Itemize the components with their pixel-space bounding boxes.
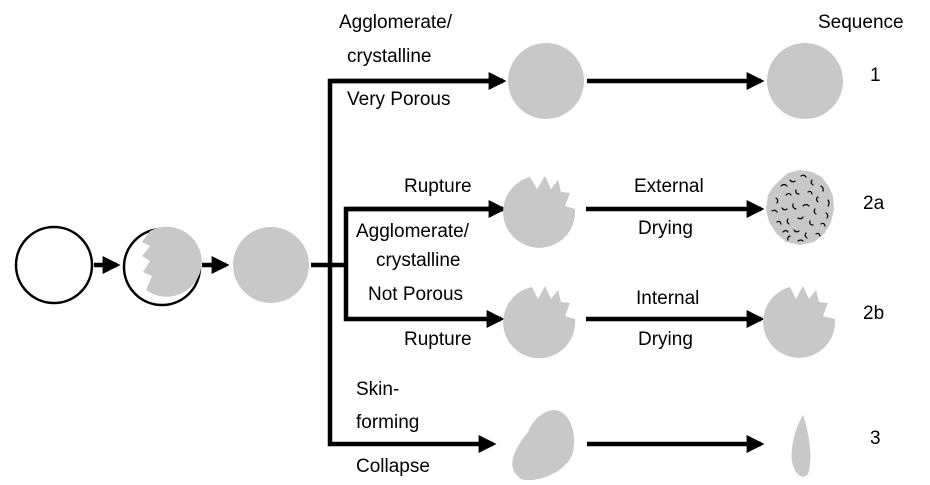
not-porous-label-line3: Not Porous (368, 284, 463, 305)
initial-droplet (16, 227, 92, 303)
internal-dried-particle (763, 286, 835, 358)
porous-final-particle (767, 43, 843, 119)
sequence-2b: 2b (863, 303, 884, 324)
porous-particle (508, 43, 584, 119)
sequence-2a: 2a (863, 193, 885, 214)
rupture-lower-label: Rupture (404, 329, 472, 350)
sequence-3: 3 (870, 428, 881, 449)
ruptured-particle-upper (503, 176, 575, 248)
collapsed-final-particle (792, 415, 811, 477)
ruptured-particle-lower (503, 286, 575, 358)
porous-label-line2: crystalline (347, 46, 431, 67)
internal-drying-label: Drying (638, 329, 693, 350)
porous-label-line3: Very Porous (347, 89, 451, 110)
skin-forming-label-line1: Skin- (356, 379, 399, 400)
external-label: External (634, 176, 704, 197)
sequence-1: 1 (870, 65, 881, 86)
solid-particle (233, 227, 309, 303)
external-drying-label: Drying (638, 218, 693, 239)
internal-label: Internal (636, 288, 699, 309)
not-porous-label-line2: crystalline (376, 250, 460, 271)
skin-forming-label-line2: forming (356, 412, 419, 433)
porous-label-line1: Agglomerate/ (339, 12, 453, 33)
collapsed-particle (512, 410, 574, 480)
rupture-upper-label: Rupture (404, 176, 472, 197)
sequence-heading: Sequence (818, 12, 904, 33)
external-dried-particle (766, 170, 834, 245)
shell-forming-droplet (124, 227, 202, 305)
not-porous-label-line1: Agglomerate/ (356, 221, 470, 242)
collapse-label: Collapse (356, 456, 430, 477)
